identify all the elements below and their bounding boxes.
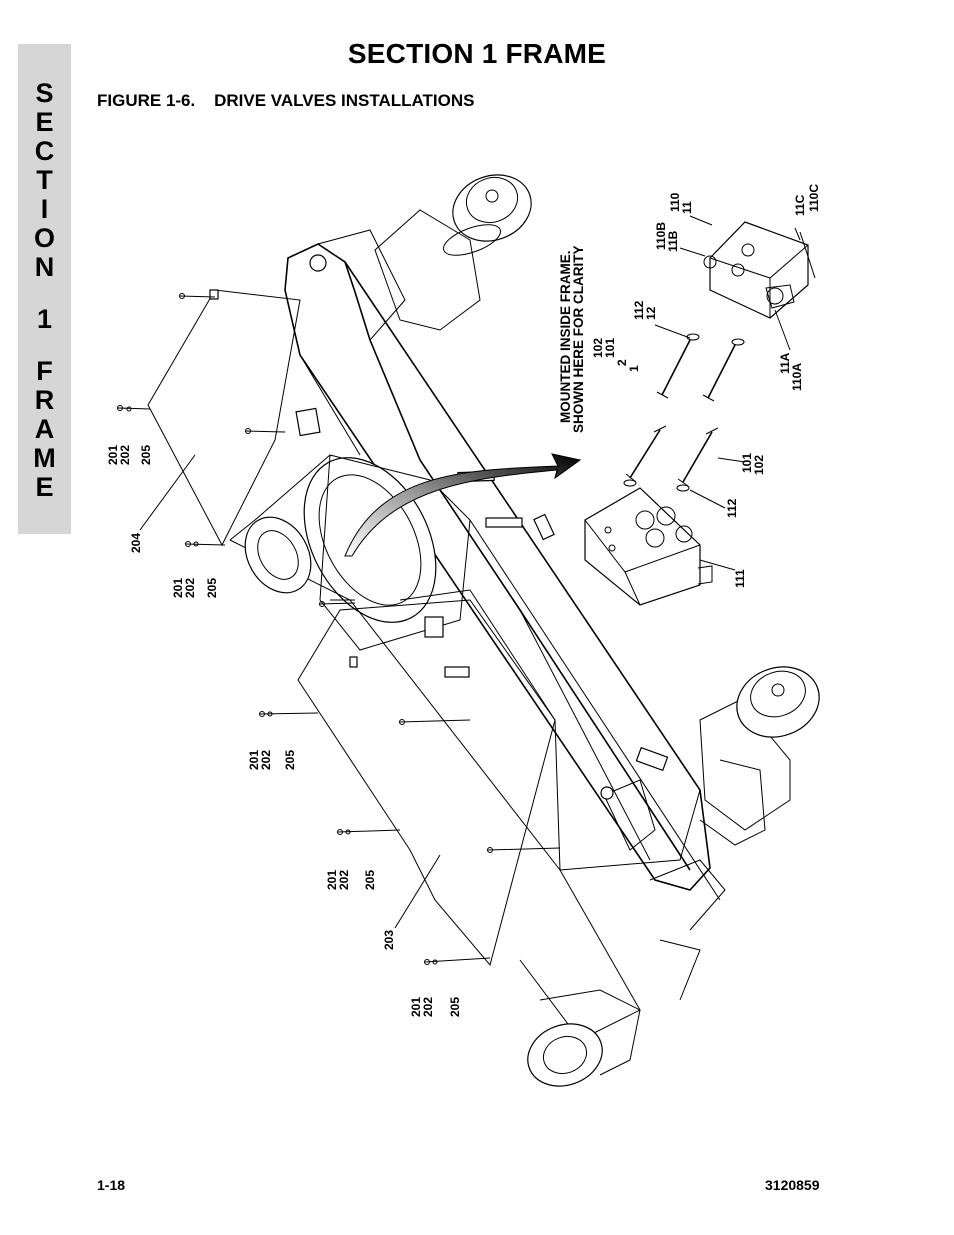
callout-label: 110A — [790, 363, 804, 391]
valve-111-bolts — [623, 425, 746, 571]
hardware-bolts — [117, 293, 561, 965]
callout-label: 102 — [591, 338, 605, 358]
callout-label: 110B — [654, 222, 668, 250]
callout-label: 202 — [118, 445, 132, 465]
callout-group: 201 202 205 204 201 202 205 201 202 205 … — [106, 184, 821, 1017]
callout-label: 101 — [603, 338, 617, 358]
valve-block-110 — [679, 215, 816, 351]
callout-label: 202 — [183, 578, 197, 598]
side-tab-letter: N — [34, 252, 55, 282]
callout-label: 2 — [615, 359, 629, 366]
callout-label: 110 — [668, 192, 682, 212]
callout-label: 205 — [139, 445, 153, 465]
callout-label: 11A — [778, 352, 792, 374]
callout-label: 204 — [129, 533, 143, 553]
callout-label: 205 — [283, 750, 297, 770]
side-tab-letter: S — [35, 78, 54, 108]
document-number: 3120859 — [765, 1177, 820, 1193]
side-tab-letter: I — [40, 194, 49, 224]
mounting-note-line1: MOUNTED INSIDE FRAME. — [558, 250, 573, 423]
callout-label: 205 — [448, 997, 462, 1017]
side-tab-letter: F — [36, 356, 53, 386]
page-title: SECTION 1 FRAME — [347, 38, 607, 69]
side-tab-letter: T — [36, 165, 53, 195]
page-number: 1-18 — [97, 1177, 126, 1193]
callout-label: 205 — [205, 578, 219, 598]
mounting-note-line2: SHOWN HERE FOR CLARITY — [571, 246, 586, 434]
detail-callout-arrow — [344, 453, 582, 557]
valve-110-bolts — [654, 324, 745, 402]
side-tab-letter: E — [35, 472, 54, 502]
side-tab-letter: C — [34, 136, 55, 166]
callout-label: 201 — [325, 870, 339, 890]
callout-label: 11B — [666, 230, 680, 252]
callout-label: 11 — [680, 201, 694, 214]
callout-label: 1 — [627, 365, 641, 372]
drive-hub-top — [374, 174, 532, 331]
callout-label: 11C — [793, 194, 807, 216]
callout-label: 202 — [259, 750, 273, 770]
side-tab-letter: 1 — [36, 304, 53, 334]
callout-label: 110C — [807, 184, 821, 212]
callout-label: 201 — [106, 445, 120, 465]
drive-hub-left — [244, 516, 312, 594]
side-tab-letter: A — [34, 414, 55, 444]
frame-body — [229, 229, 721, 1041]
figure-title: FIGURE 1-6. DRIVE VALVES INSTALLATIONS — [97, 91, 475, 110]
side-tab-letter: M — [33, 443, 56, 473]
callout-label: 203 — [382, 930, 396, 950]
cover-plates — [147, 289, 556, 967]
callout-label: 201 — [171, 578, 185, 598]
callout-label: 205 — [363, 870, 377, 890]
callout-label: 112 — [632, 300, 646, 320]
callout-label: 102 — [752, 455, 766, 475]
valve-block-111 — [584, 487, 713, 606]
drive-hub-right — [649, 666, 820, 1001]
callout-label: 202 — [337, 870, 351, 890]
drive-hub-bottom — [527, 989, 641, 1087]
callout-label: 101 — [740, 453, 754, 473]
callout-label: 201 — [409, 997, 423, 1017]
side-tab-letter: O — [33, 223, 55, 253]
callout-label: 202 — [421, 997, 435, 1017]
callout-label: 112 — [725, 498, 739, 518]
callout-label: 111 — [733, 569, 747, 588]
side-tab-letter: R — [34, 385, 55, 415]
callout-label: 12 — [644, 306, 658, 320]
side-tab-letter: E — [35, 107, 54, 137]
callout-label: 201 — [247, 750, 261, 770]
section-side-tab: S E C T I O N 1 F R A M E — [18, 44, 71, 534]
